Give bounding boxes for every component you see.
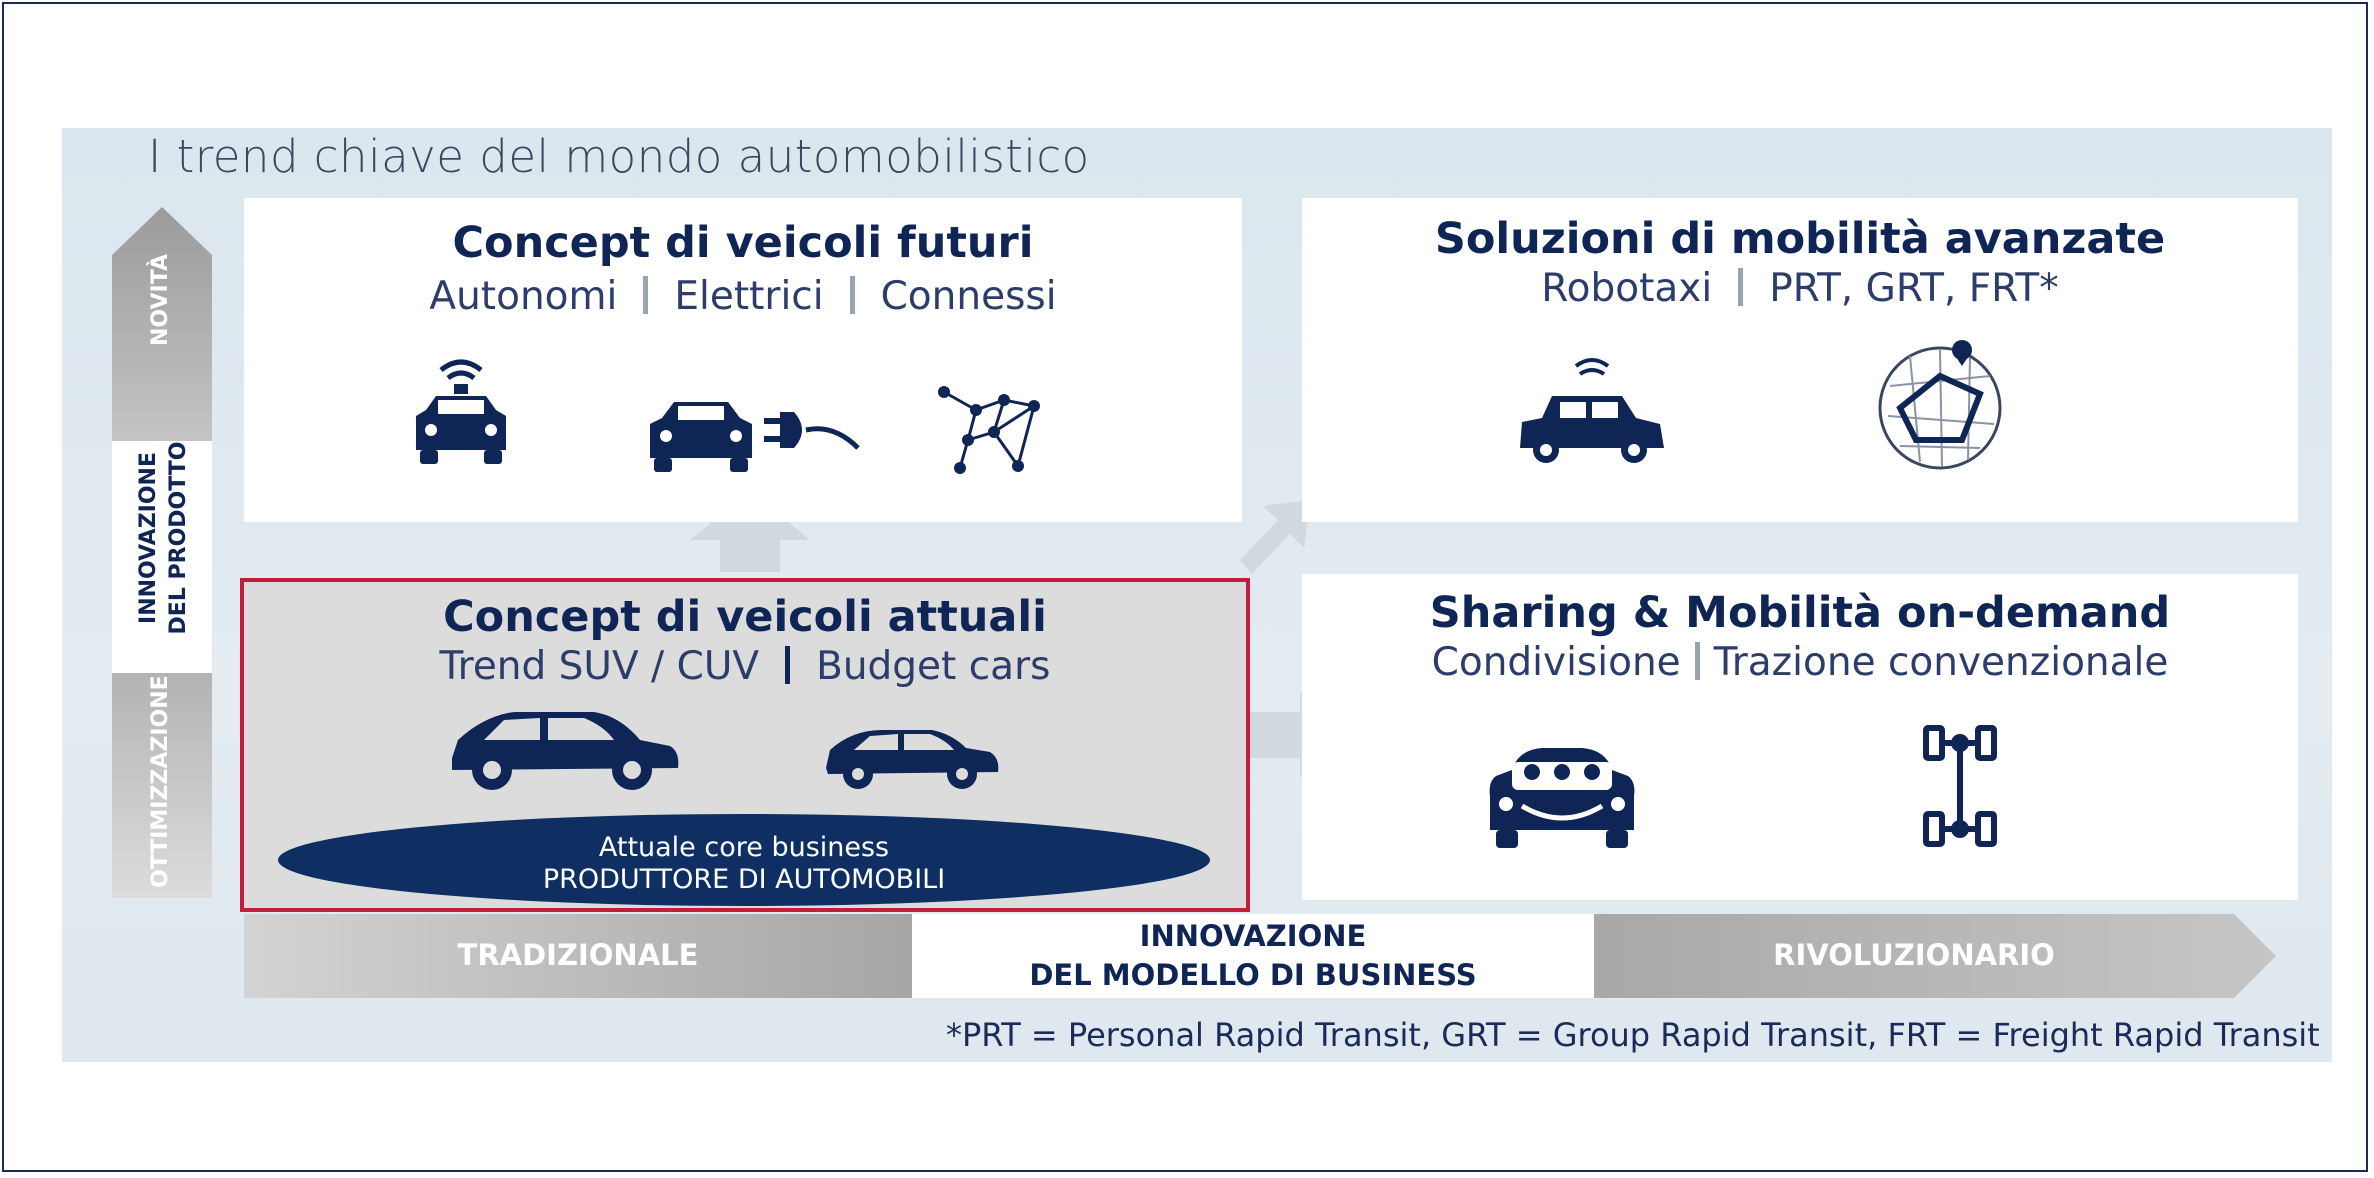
axis-label-innovazione-prodotto-2: DEL PRODOTTO (166, 441, 191, 635)
box-advanced-mobility: Soluzioni di mobilità avanzate Robotaxi P… (1302, 198, 2298, 522)
item-elettrici: Elettrici (674, 274, 824, 319)
box-heading: Concept di veicoli attuali (443, 592, 1047, 642)
item-connessi: Connessi (880, 274, 1057, 319)
drivetrain-chassis-icon (1923, 725, 1997, 847)
separator (1694, 641, 1700, 680)
box-sharing-mobility: Sharing & Mobilità on-demand Condivision… (1302, 574, 2298, 900)
diagram-title: I trend chiave del mondo automobilistico (148, 130, 1090, 183)
suv-icon (452, 712, 679, 790)
shared-car-icon (1489, 748, 1635, 848)
axis-label-innovazione-modello: INNOVAZIONE DEL MODELLO DI BUSINESS (912, 914, 1594, 998)
transit-map-icon (1878, 340, 2002, 470)
core-business-line2: PRODUTTORE DI AUTOMOBILI (542, 864, 946, 895)
diagonal-arrow (1240, 500, 1310, 574)
box-subtitles: Condivisione Trazione convenzionale (1302, 640, 2298, 685)
item-robotaxi: Robotaxi (1541, 266, 1713, 311)
box-future-vehicles: Concept di veicoli futuri Autonomi Elettr… (244, 198, 1242, 522)
footnote: *PRT = Personal Rapid Transit, GRT = Gro… (946, 1016, 2320, 1054)
budget-car-icon (826, 730, 999, 789)
item-prt-grt-frt: PRT, GRT, FRT* (1769, 266, 2059, 311)
up-arrow (690, 490, 810, 572)
electric-car-plug-icon (650, 402, 860, 472)
item-budget-cars: Budget cars (816, 644, 1051, 689)
item-autonomi: Autonomi (429, 274, 618, 319)
axis-label-ottimizzazione: OTTIMIZZAZIONE (148, 675, 173, 888)
box-heading: Sharing & Mobilità on-demand (1429, 588, 2171, 638)
box-heading: Concept di veicoli futuri (452, 218, 1034, 268)
connected-network-icon (938, 386, 1040, 474)
separator (1738, 267, 1744, 306)
axis-label-novita: NOVITÀ (148, 253, 173, 347)
core-business-ellipse: Attuale core business PRODUTTORE DI AUTO… (278, 814, 1210, 906)
axis-label-innovazione-modello-line1: INNOVAZIONE (1139, 918, 1367, 953)
axis-label-rivoluzionario: RIVOLUZIONARIO (1773, 938, 2055, 973)
vertical-axis (112, 207, 212, 898)
horizontal-axis (244, 914, 2276, 998)
item-condivisione: Condivisione (1431, 640, 1681, 685)
axis-label-innovazione-modello-line2: DEL MODELLO DI BUSINESS (1029, 958, 1477, 992)
axis-label-innovazione-prodotto-1: INNOVAZIONE (136, 452, 161, 624)
box-subtitles: Trend SUV / CUV Budget cars (244, 644, 1246, 689)
core-business-line1: Attuale core business (598, 832, 890, 863)
item-trazione-convenzionale: Trazione convenzionale (1713, 640, 2169, 685)
separator (785, 645, 791, 684)
autonomous-car-icon (416, 359, 506, 464)
robotaxi-icon (1520, 358, 1664, 463)
box-subtitles: Robotaxi PRT, GRT, FRT* (1302, 266, 2298, 311)
separator (849, 275, 855, 314)
box-subtitles: Autonomi Elettrici Connessi (244, 274, 1242, 319)
box-current-vehicles: Concept di veicoli attuali Trend SUV / C… (240, 578, 1250, 912)
axis-label-tradizionale: TRADIZIONALE (457, 938, 699, 973)
separator (643, 275, 649, 314)
item-trend-suv-cuv: Trend SUV / CUV (439, 644, 760, 689)
box-heading: Soluzioni di mobilità avanzate (1434, 214, 2166, 264)
